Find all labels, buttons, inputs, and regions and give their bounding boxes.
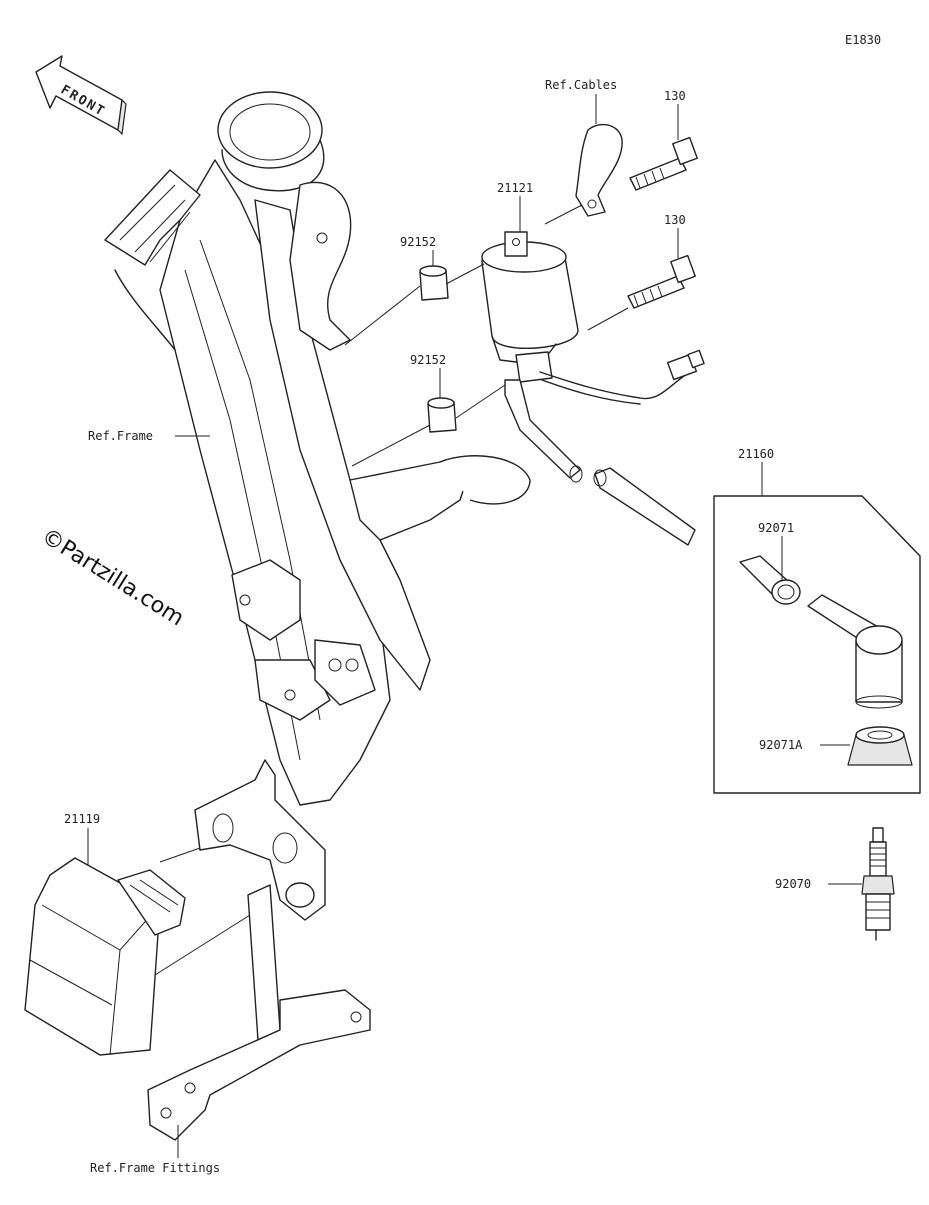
coil-primary-wire (539, 349, 705, 405)
cdi-unit (24, 857, 186, 1056)
diagram-code: E1830 (845, 33, 881, 47)
plug-cap (807, 594, 903, 709)
label-cap-seal: 92071 (758, 521, 794, 535)
spark-plug (861, 827, 895, 941)
label-ref-cables: Ref.Cables (545, 78, 617, 92)
watermark: ©Partzilla.com (37, 524, 188, 631)
bolt-130-mid (627, 254, 696, 309)
high-tension-lead (504, 379, 696, 546)
cap-boot-92071a (847, 726, 913, 766)
label-ref-frame-fittings: Ref.Frame Fittings (90, 1161, 220, 1175)
ignition-coil (481, 231, 579, 383)
label-cap-assy: 21160 (738, 447, 774, 461)
collar-92152-top (419, 265, 449, 301)
label-ref-frame: Ref.Frame (88, 429, 153, 443)
leader-lines (87, 94, 862, 1158)
cable-clamp (575, 123, 623, 217)
label-cdi-unit: 21119 (64, 812, 100, 826)
collar-92152-bottom (427, 397, 457, 433)
frame-fittings-bracket (147, 759, 371, 1141)
frame (104, 91, 531, 806)
cap-seal-92071 (739, 555, 801, 605)
label-spark-plug: 92070 (775, 877, 811, 891)
bolt-130-top (629, 136, 698, 191)
label-coil: 21121 (497, 181, 533, 195)
label-collar-bottom: 92152 (410, 353, 446, 367)
cap-assembly-box (713, 495, 921, 794)
label-bolt-130-mid: 130 (664, 213, 686, 227)
front-arrow-icon: FRONT (35, 55, 127, 135)
label-cap-boot: 92071A (759, 738, 803, 752)
label-bolt-130-top: 130 (664, 89, 686, 103)
label-collar-top: 92152 (400, 235, 436, 249)
